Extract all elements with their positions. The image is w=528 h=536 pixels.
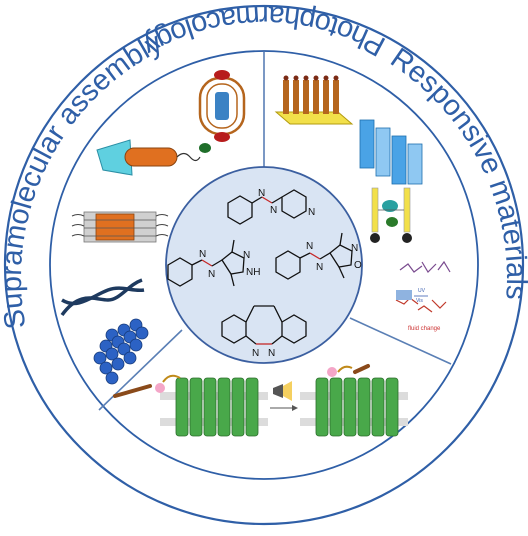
isoxazole-o-label: O xyxy=(354,260,362,271)
helix-illustration xyxy=(60,278,145,317)
divider-bottom-right xyxy=(349,317,452,365)
bridged-azobenzene-molecule xyxy=(221,305,307,345)
host-guest-illustration xyxy=(96,139,211,176)
azo-isoxazole-molecule xyxy=(275,232,353,280)
azo-n2-label: N xyxy=(270,205,277,216)
membrane-protein-right xyxy=(300,364,408,437)
polymer-network-illustration: UV Vis fluid change xyxy=(395,260,451,332)
fluid-change-label: fluid change xyxy=(408,326,441,332)
surface-brush-illustration xyxy=(274,75,354,125)
azo-n1-label: N xyxy=(258,188,265,199)
stacked-assembly-illustration xyxy=(71,211,169,243)
outer-ring xyxy=(3,4,525,526)
layered-film-illustration xyxy=(359,119,423,185)
vis-label: Vis xyxy=(416,298,423,304)
bridged-n2-label: N xyxy=(268,348,275,359)
center-circle xyxy=(165,166,363,364)
isoxazole-n-label: N xyxy=(351,243,358,254)
azo-pyridine-molecule xyxy=(227,189,307,225)
isoxazole-azo-n2: N xyxy=(316,262,323,273)
molecular-switch-illustration xyxy=(370,187,412,243)
azo-pyrazole-molecule xyxy=(167,239,245,287)
macrocycle-illustration xyxy=(198,70,246,142)
pyrazole-azo-n1: N xyxy=(199,249,206,260)
pyridine-n-label: N xyxy=(308,207,315,218)
divider-bottom-left xyxy=(98,329,183,411)
membrane-protein-left xyxy=(113,374,268,437)
pyrazole-nh-label: NH xyxy=(246,267,260,278)
sphere-cluster-illustration xyxy=(93,318,149,385)
bridged-n1-label: N xyxy=(252,348,259,359)
light-irradiation-icon xyxy=(270,381,298,411)
uv-label: UV xyxy=(418,288,426,294)
pyrazole-n-label: N xyxy=(243,250,250,261)
isoxazole-azo-n1: N xyxy=(306,241,313,252)
pyrazole-azo-n2: N xyxy=(208,269,215,280)
